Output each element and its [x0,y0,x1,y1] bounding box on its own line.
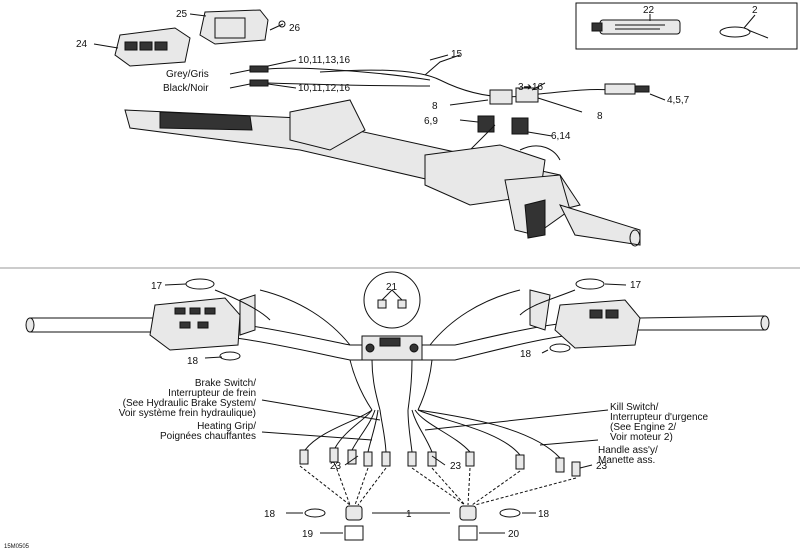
note-brake-switch-fr: Interrupteur de frein [168,388,256,399]
callout-6-14: 6,14 [551,131,571,142]
note-brake-switch: Brake Switch/ [195,378,256,389]
callout-21: 21 [386,282,398,293]
note-kill-switch-fr: Interrupteur d'urgence [610,412,709,423]
label-black-noir: Black/Noir [163,83,209,94]
relay-group: 3➔16 8 8 6,9 6,14 [424,82,603,151]
handlebar-assembly-top [124,99,641,247]
callout-23-right: 23 [596,461,608,472]
callout-23-left: 23 [330,461,342,472]
note-kill-see: (See Engine 2/ [610,422,676,433]
callout-20: 20 [508,529,520,540]
callout-8-right: 8 [597,111,603,122]
note-heating-grip-fr: Poignées chauffantes [160,431,256,442]
callout-4-5-7: 4,5,7 [667,95,690,106]
cable-assembly-top: 15 4,5,7 [319,49,690,106]
callout-3-16: 3➔16 [518,82,544,93]
label-grey-gris: Grey/Gris [166,69,209,80]
callout-18-right: 18 [520,349,532,360]
note-brake-see: (See Hydraulic Brake System/ [123,398,257,409]
note-brake-voir: Voir système frein hydraulique) [119,408,256,419]
callout-26: 26 [289,23,301,34]
callout-10-11-13-16: 10,11,13,16 [298,55,351,66]
note-kill-voir: Voir moteur 2) [610,432,673,443]
note-handle-assy-fr: Manette ass. [598,455,655,466]
callout-18-bottom-left: 18 [264,509,276,520]
callout-23-center: 23 [450,461,462,472]
callout-25: 25 [176,9,188,20]
callout-10-11-12-16: 10,11,12,16 [298,83,351,94]
diagram-code: 15M0505 [4,544,30,550]
bottom-parts: 1 18 18 19 20 [264,505,550,541]
callout-6-9: 6,9 [424,116,438,127]
callout-15: 15 [451,49,463,60]
note-kill-switch: Kill Switch/ [610,402,659,413]
callout-22: 22 [643,5,655,16]
callout-24: 24 [76,39,88,50]
wiring-harness-bottom: 23 23 23 [261,359,609,506]
callout-18-left: 18 [187,356,199,367]
callout-19: 19 [302,529,314,540]
note-handle-assy: Handle ass'y/ [598,445,658,456]
callout-17-left: 17 [151,281,163,292]
notes: Brake Switch/ Interrupteur de frein (See… [119,378,709,466]
callout-8-left: 8 [432,101,438,112]
callout-17-right: 17 [630,280,642,291]
callout-2: 2 [752,5,758,16]
inset-box: 22 2 [575,2,798,50]
handlebar-assembly-bottom: 17 17 21 18 18 [25,271,770,367]
switch-housing-top: 25 26 24 [76,9,301,67]
callout-18-bottom-right: 18 [538,509,550,520]
note-heating-grip: Heating Grip/ [197,421,256,432]
callout-1: 1 [406,509,412,520]
wire-connectors: Grey/Gris Black/Noir 10,11,13,16 10,11,1… [163,55,431,94]
